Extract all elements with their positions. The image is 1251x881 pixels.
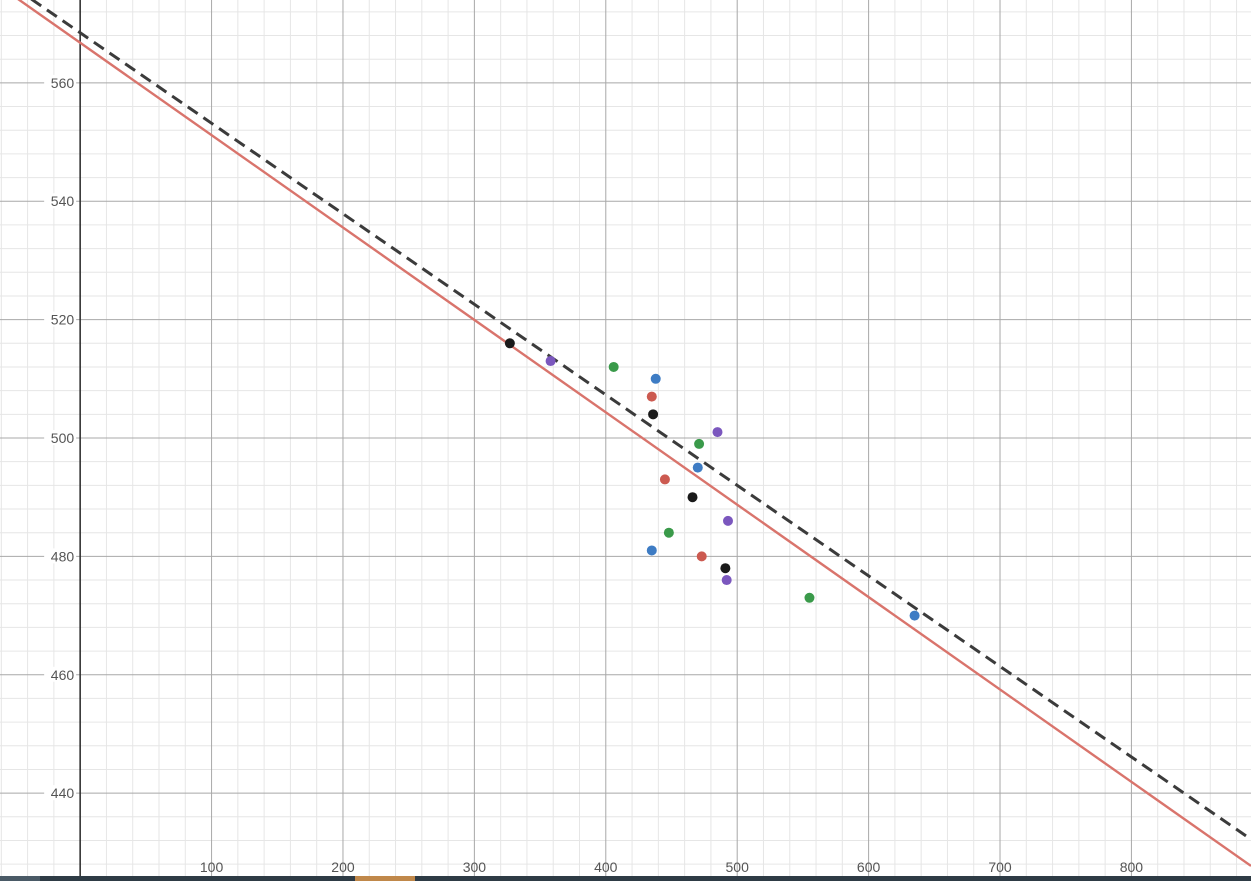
x-tick-label: 200: [331, 859, 355, 875]
data-point-series-5: [696, 551, 707, 562]
data-point-series-4: [909, 610, 920, 621]
x-tick-label: 100: [200, 859, 224, 875]
y-tick-label-background: [44, 785, 77, 801]
y-tick-label-background: [44, 74, 77, 90]
y-tick-label: 520: [51, 312, 75, 328]
y-tick-label-background: [44, 430, 77, 445]
data-point-series-3: [694, 438, 705, 449]
data-point-series-1: [687, 492, 698, 503]
y-tick-label: 460: [51, 667, 75, 683]
y-tick-label: 560: [51, 75, 75, 91]
data-point-series-1: [648, 409, 659, 420]
data-point-series-3: [608, 361, 619, 372]
data-point-series-5: [659, 474, 670, 485]
y-tick-label-background: [44, 193, 77, 209]
x-tick-label: 600: [857, 859, 881, 875]
data-point-series-4: [692, 462, 703, 473]
data-point-series-3: [804, 592, 815, 603]
data-point-series-3: [663, 527, 674, 538]
x-tick-label: 300: [463, 859, 487, 875]
bottom-bar-left-segment: [0, 876, 40, 881]
data-point-series-1: [504, 338, 515, 349]
y-tick-label-background: [44, 666, 77, 682]
data-point-series-5: [646, 391, 657, 402]
y-axis-tick-labels: 440 460 480 500 520 540 560: [44, 74, 77, 801]
dashed-fit-line: [30, 0, 1251, 841]
bottom-bar-accent-segment: [355, 876, 415, 881]
y-tick-label-background: [44, 548, 77, 564]
data-point-series-2: [722, 515, 733, 526]
data-point-series-2: [545, 356, 556, 367]
data-point-series-1: [720, 563, 731, 574]
data-points: [504, 338, 920, 621]
x-tick-label: 400: [594, 859, 618, 875]
data-point-series-4: [646, 545, 657, 556]
y-tick-label-background: [44, 311, 77, 327]
bottom-status-bar: [0, 876, 1251, 881]
x-tick-label: 700: [988, 859, 1012, 875]
x-tick-label: 500: [726, 859, 750, 875]
data-point-series-2: [712, 427, 723, 438]
x-tick-label: 800: [1120, 859, 1144, 875]
x-axis-tick-labels: 100 200 300 400 500 600 700 800: [200, 859, 1143, 875]
y-tick-label: 480: [51, 548, 75, 564]
y-tick-label: 540: [51, 193, 75, 209]
data-point-series-4: [650, 373, 661, 384]
data-point-series-2: [721, 575, 732, 586]
y-tick-label: 500: [51, 430, 75, 446]
y-tick-label: 440: [51, 785, 75, 801]
